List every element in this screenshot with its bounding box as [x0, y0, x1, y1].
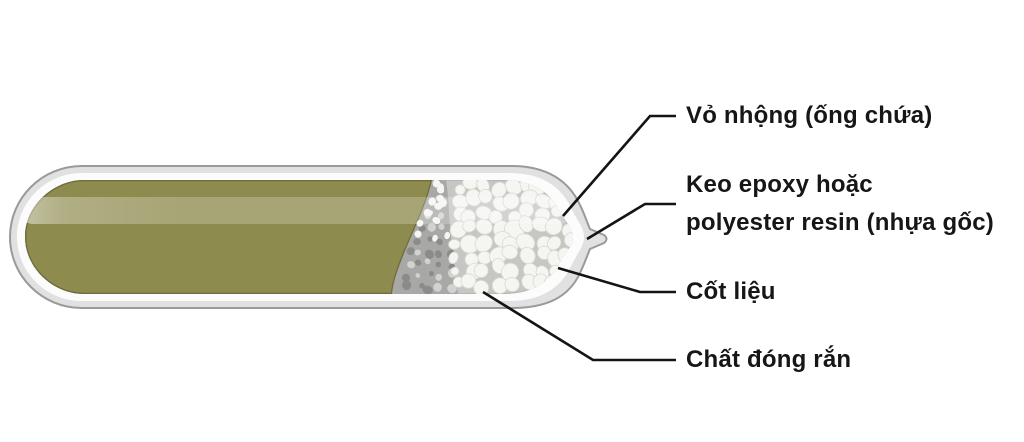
label-resin-line1: Keo epoxy hoặc	[686, 171, 873, 198]
label-resin: Keo epoxy hoặc polyester resin (nhựa gốc…	[686, 166, 994, 242]
leader-line-resin	[586, 202, 676, 241]
highlight-band	[25, 197, 572, 224]
label-resin-line2: polyester resin (nhựa gốc)	[686, 209, 994, 236]
label-capsule-shell: Vỏ nhộng (ống chứa)	[686, 102, 933, 129]
leader-line-aggregate	[557, 266, 676, 294]
leader-line-hardener	[482, 290, 676, 362]
label-hardener: Chất đóng rắn	[686, 346, 852, 373]
label-aggregate: Cốt liệu	[686, 278, 776, 305]
leader-line-shell	[562, 114, 676, 217]
